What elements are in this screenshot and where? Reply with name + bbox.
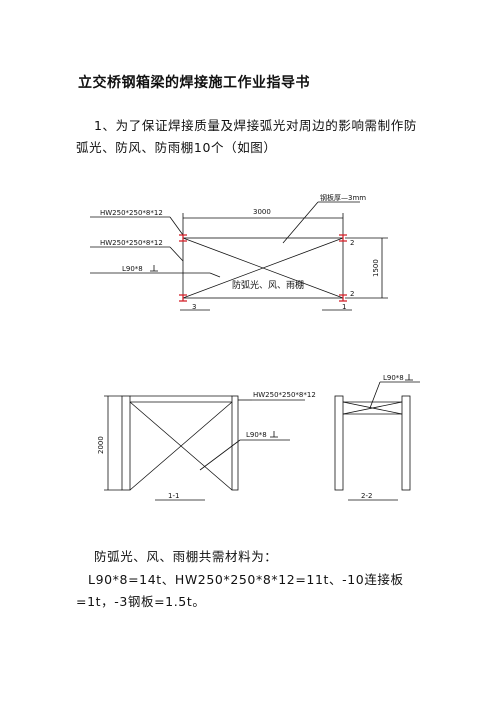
- section22-col-right: [401, 395, 411, 491]
- section11-col-right: [231, 395, 239, 491]
- label-angle-section22: L90*8: [383, 374, 404, 382]
- label-section11: 1-1: [168, 492, 179, 500]
- section11-diagonal-b: [129, 401, 233, 491]
- paragraph-materials-heading: 防弧光、风、雨棚共需材料为：: [94, 549, 278, 564]
- label-angle: L90*8: [122, 265, 143, 273]
- column-marker-br: [339, 294, 347, 302]
- num-tr: 2: [350, 239, 354, 247]
- section11-col-left: [121, 395, 131, 491]
- column-marker-tl: [179, 234, 187, 242]
- document-title: 立交桥钢箱梁的焊接施工作业指导书: [78, 75, 310, 91]
- label-plate: 钢板厚—3mm: [320, 193, 366, 202]
- num-bl: 3: [192, 303, 196, 311]
- label-section22: 2-2: [361, 492, 372, 500]
- plan-frame: [182, 237, 344, 299]
- column-marker-bl: [179, 294, 187, 302]
- dim-width: 3000: [253, 208, 271, 216]
- section22-col-left: [334, 395, 344, 491]
- label-center: 防弧光、风、雨棚: [232, 279, 304, 291]
- plan-diagonal-b: [182, 237, 344, 299]
- paragraph-intro: 1、为了保证焊接质量及焊接弧光对周边的影响需制作防弧光、防风、防雨棚10个（如图…: [76, 118, 417, 155]
- dim-height: 1500: [372, 259, 380, 277]
- figure-plan-view: 3000 1500 HW250*250*8*12 HW250*250*8*12 …: [90, 193, 388, 311]
- label-angle-section11: L90*8: [246, 431, 267, 439]
- paragraph-materials-list: L90*8=14t、HW250*250*8*12=11t、-10连接板=1t，-…: [76, 572, 404, 609]
- dim-2000: 2000: [97, 436, 105, 454]
- figure-sections: 2000 HW250*250*8*12 L90*8 1-1 L90*8 2-2: [97, 374, 420, 501]
- column-marker-tr: [339, 234, 347, 242]
- num-br2: 1: [342, 303, 346, 311]
- label-hw-top: HW250*250*8*12: [100, 209, 163, 217]
- num-br: 2: [350, 290, 354, 298]
- label-hw-section: HW250*250*8*12: [253, 391, 316, 399]
- label-hw-mid: HW250*250*8*12: [100, 239, 163, 247]
